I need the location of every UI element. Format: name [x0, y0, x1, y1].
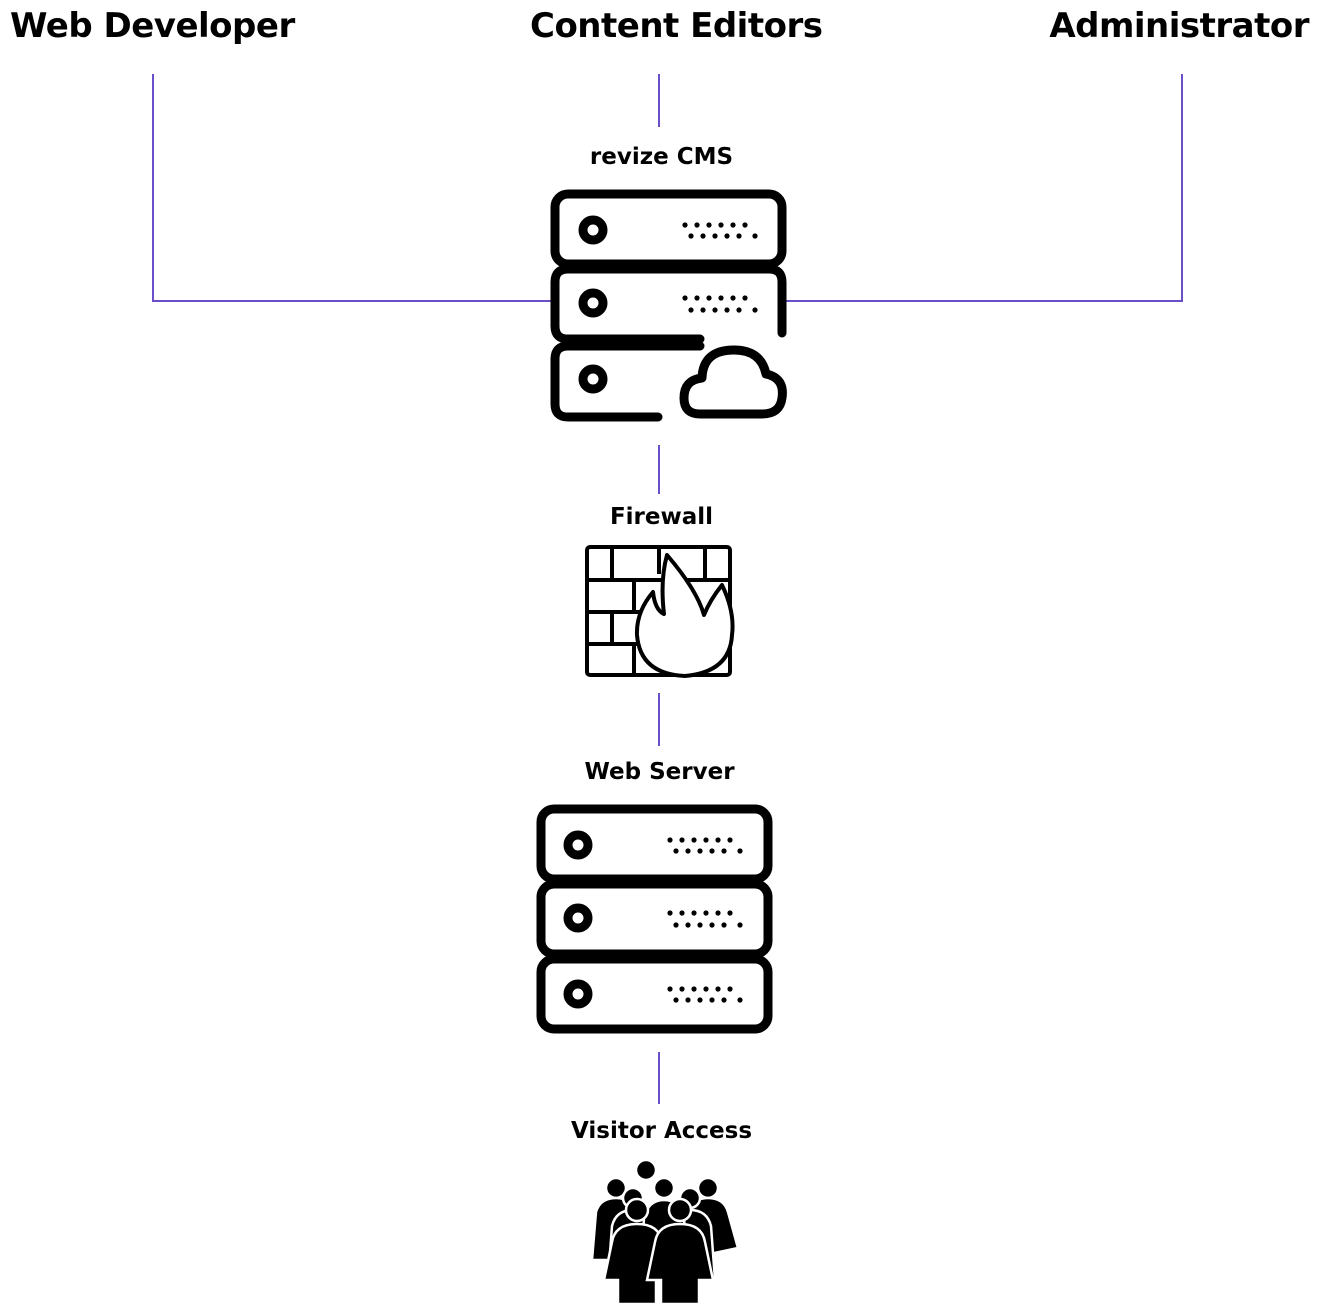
role-web-developer: Web Developer — [10, 6, 295, 46]
firewall-icon — [585, 545, 735, 678]
connector-administrator — [783, 74, 1183, 302]
role-administrator: Administrator — [1049, 6, 1309, 46]
role-content-editors: Content Editors — [530, 6, 823, 46]
server-rack-led-dots — [667, 837, 743, 1003]
node-label-cms: revize CMS — [589, 144, 734, 170]
server-rack-icon — [536, 804, 773, 1034]
connector-web-developer — [152, 74, 553, 302]
connectors — [152, 74, 1183, 1104]
node-label-web-server: Web Server — [584, 759, 735, 785]
server-cloud-icon — [550, 189, 787, 422]
server-led-dots — [682, 222, 758, 313]
node-label-firewall: Firewall — [609, 504, 714, 530]
people-crowd-icon — [590, 1158, 740, 1304]
node-label-visitor-access: Visitor Access — [570, 1118, 753, 1144]
